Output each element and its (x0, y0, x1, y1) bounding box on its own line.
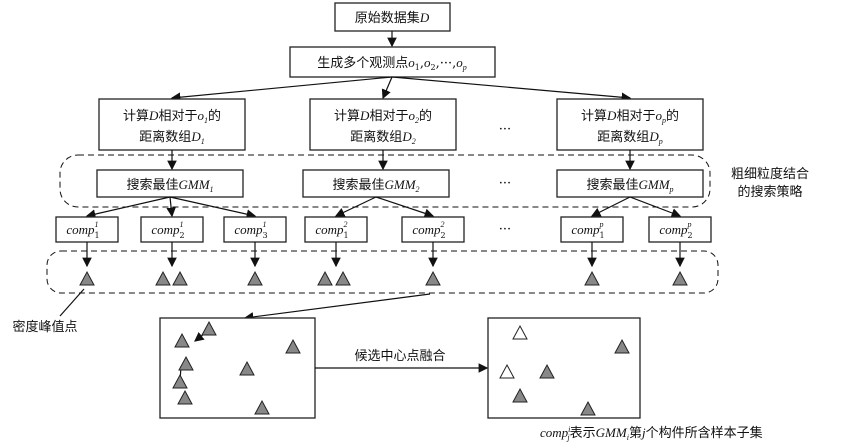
density-peak-triangle (512, 387, 528, 403)
svg-text:计算D相对于o2的: 计算D相对于o2的 (334, 108, 432, 125)
density-peak-triangle (285, 338, 301, 354)
svg-text:计算D相对于op的: 计算D相对于op的 (581, 108, 679, 125)
density-peak-triangle (178, 355, 194, 371)
ellipsis: ··· (499, 222, 511, 237)
density-peak-label: 密度峰值点 (12, 319, 77, 335)
search-best-gmm-box: 搜索最佳GMM1 (96, 169, 244, 198)
ellipsis: ··· (499, 176, 511, 191)
density-peak-triangle (425, 270, 441, 286)
search-strategy-region (59, 154, 711, 208)
density-peak-triangle (201, 320, 217, 336)
source-box: 原始数据集D (334, 2, 451, 32)
search-best-gmm-box: 搜索最佳GMM2 (302, 169, 450, 198)
svg-text:计算D相对于o1的: 计算D相对于o1的 (123, 108, 221, 125)
svg-text:距离数组Dp: 距离数组Dp (597, 129, 662, 146)
svg-text:距离数组D2: 距离数组D2 (350, 129, 415, 146)
density-peak-triangle (172, 373, 188, 389)
svg-text:搜索最佳GMMp: 搜索最佳GMMp (586, 177, 673, 194)
density-peak-triangle (672, 270, 688, 286)
fusion-label: 候选中心点融合 (354, 349, 445, 364)
density-peak-triangle (239, 360, 255, 376)
density-peak-triangle (155, 270, 171, 286)
density-peak-triangle (335, 270, 351, 286)
svg-text:搜索最佳GMM2: 搜索最佳GMM2 (332, 177, 419, 194)
density-peaks-region (46, 250, 719, 294)
search-best-gmm-box: 搜索最佳GMMp (556, 169, 704, 198)
density-peak-triangle (177, 389, 193, 405)
density-peak-triangle (512, 324, 528, 340)
density-peak-triangle (254, 399, 270, 415)
density-peak-triangle (614, 338, 630, 354)
svg-text:距离数组D1: 距离数组D1 (139, 129, 204, 146)
merged-centers-box (487, 317, 641, 419)
density-peak-triangle (174, 332, 190, 348)
strategy-label-1: 粗细粒度结合 (731, 166, 809, 182)
density-peak-triangle (580, 400, 596, 416)
density-peak-triangle (317, 270, 333, 286)
density-peak-triangle (172, 270, 188, 286)
svg-text:原始数据集D: 原始数据集D (355, 10, 430, 26)
svg-text:生成多个观测点o1,o2,···,op: 生成多个观测点o1,o2,···,op (317, 55, 467, 72)
density-peak-triangle (79, 270, 95, 286)
density-peak-triangle (584, 270, 600, 286)
density-peak-triangle (247, 270, 263, 286)
ellipsis: ··· (499, 122, 511, 137)
svg-text:搜索最佳GMM1: 搜索最佳GMM1 (126, 177, 213, 194)
observation-box: 生成多个观测点o1,o2,···,op (289, 46, 496, 78)
strategy-label-2: 的搜索策略 (737, 184, 802, 200)
density-peak-triangle (539, 363, 555, 379)
density-peak-triangle (499, 363, 515, 379)
